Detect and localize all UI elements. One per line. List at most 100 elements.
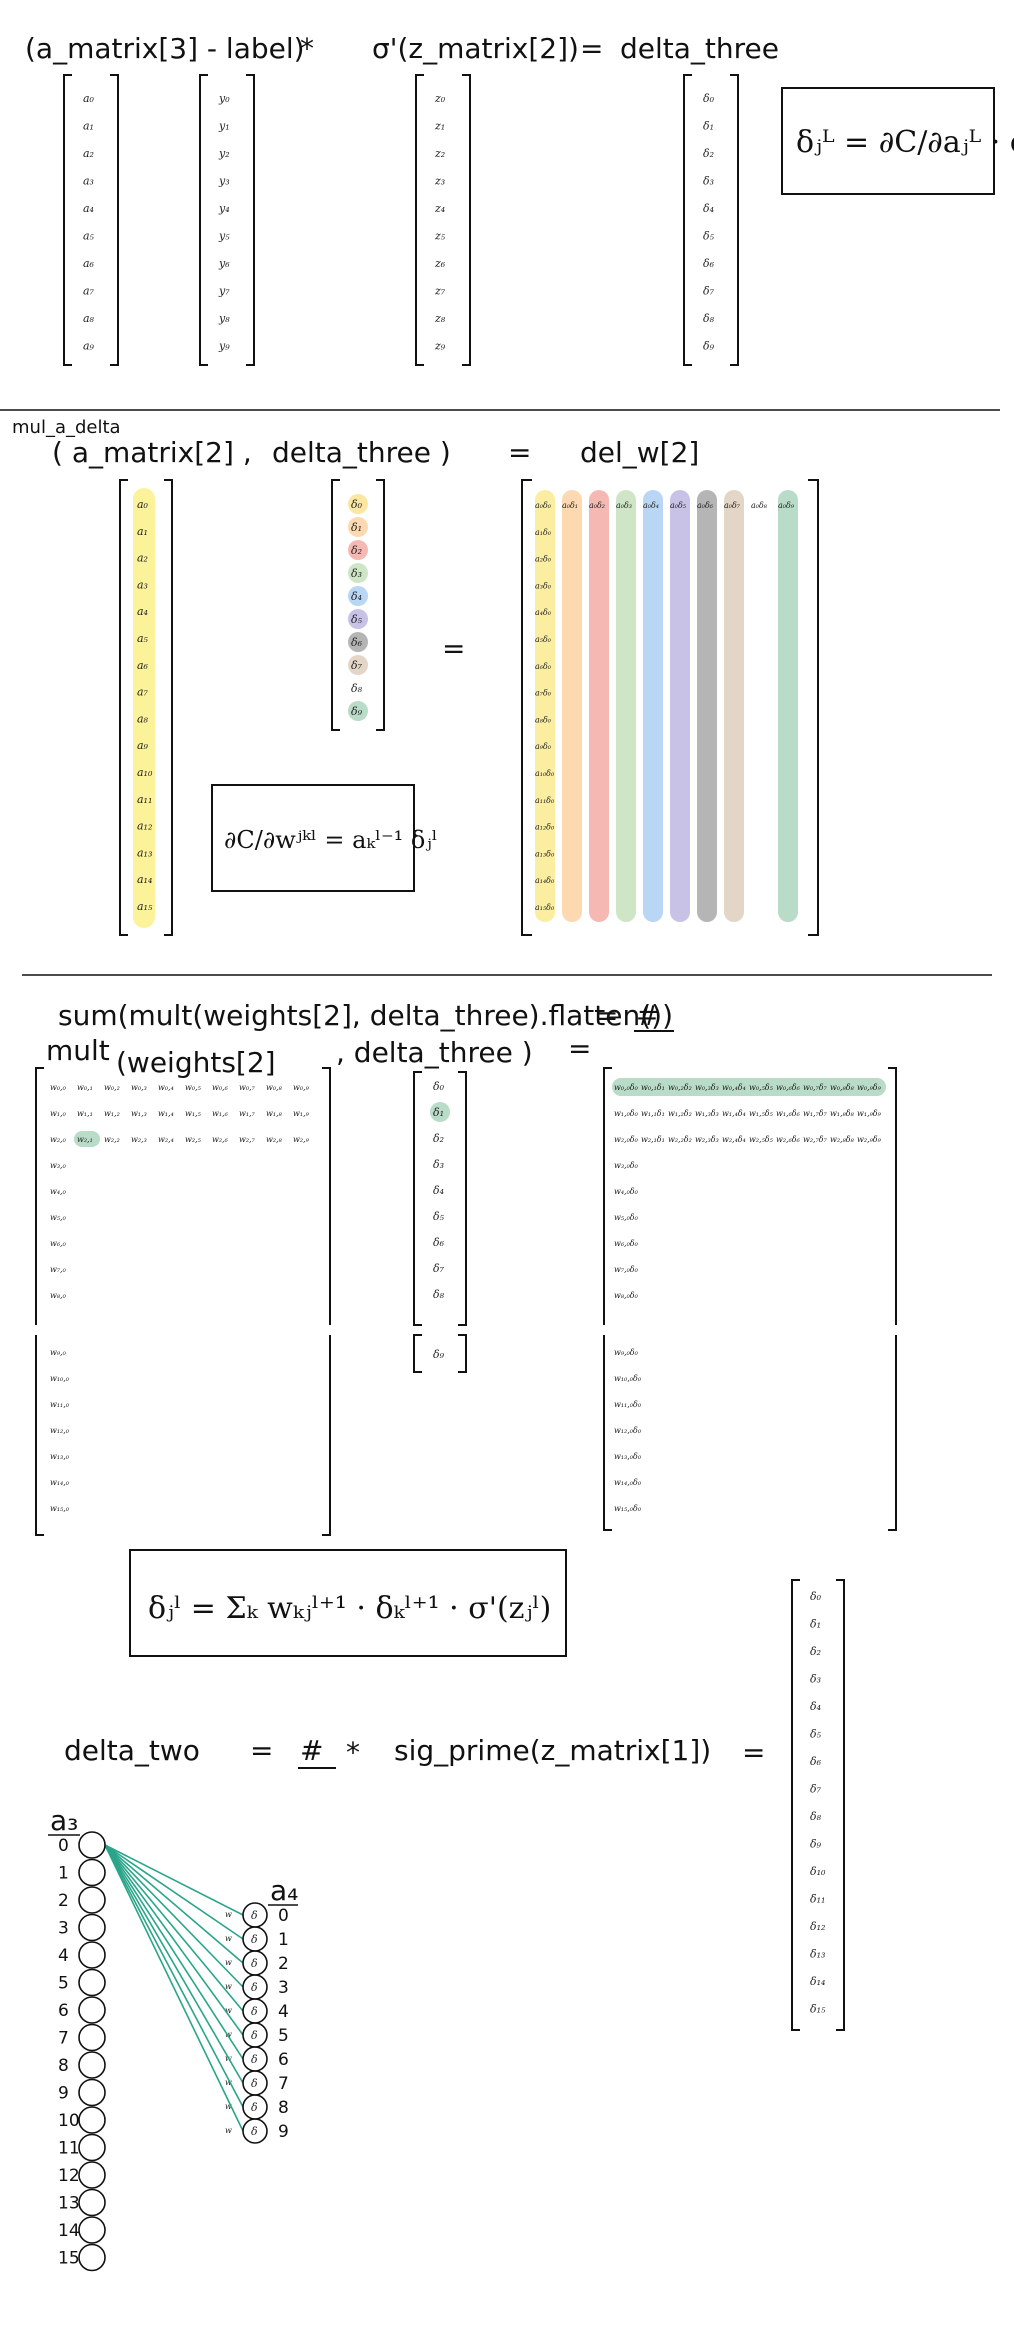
delta-entry: δ₄ (433, 1184, 444, 1197)
delta-entry: δ₁ (703, 120, 714, 133)
edge-weight-label: w (225, 1982, 232, 1991)
left-neuron-index: 11 (58, 2139, 80, 2159)
a-entry: a₉ (137, 739, 149, 752)
delta-two-entry: δ₉ (810, 1838, 822, 1851)
delta-entry: δ₉ (703, 340, 715, 353)
s4-line-part-2: # (300, 1734, 323, 1767)
a-entry: a₁₄ (137, 873, 152, 886)
result-entry: w₉,₀δ₀ (614, 1348, 639, 1357)
delw-col-entry: a₉δ₀ (535, 742, 552, 751)
weight-entry: w₃,₀ (50, 1161, 67, 1170)
left-neuron (78, 2078, 106, 2107)
left-neuron-index: 12 (58, 2166, 80, 2186)
network-edge (104, 1844, 244, 2084)
a-entry: a₁ (137, 525, 148, 538)
s1-heading-part-1: * (300, 32, 314, 65)
weight-entry: w₁,₅ (185, 1109, 202, 1118)
result-entry: w₂,₃δ₃ (695, 1135, 719, 1144)
left-neuron (78, 1886, 106, 1914)
weight-entry: w₀,₃ (131, 1083, 147, 1092)
delw-header-entry: a₀δ₀ (535, 501, 552, 510)
delta-entry: δ₅ (433, 1210, 445, 1223)
s1-z-bracket (415, 74, 471, 366)
a-entry: a₀ (137, 498, 149, 511)
right-neuron-index: 1 (278, 1930, 289, 1950)
left-neuron (78, 2051, 106, 2079)
delw-column-highlight (589, 490, 609, 922)
left-neuron (78, 1831, 106, 1859)
right-neuron-symbol: δ (251, 2029, 258, 2042)
result-entry: w₁₂,₀δ₀ (614, 1426, 642, 1435)
weight-entry: w₁,₇ (239, 1109, 256, 1118)
right-neuron-index: 4 (278, 2002, 289, 2022)
z-entry: z₇ (434, 285, 446, 298)
weight-entry: w₁,₉ (293, 1109, 310, 1118)
z-entry: z₃ (434, 175, 445, 188)
s1-heading-part-3: = (580, 32, 603, 65)
s2-d-bracket (331, 479, 385, 731)
delw-col-entry: a₁₃δ₀ (535, 849, 555, 858)
edge-weight-label: w (225, 2078, 232, 2087)
delw-col-entry: a₆δ₀ (535, 662, 552, 671)
weight-entry: w₇,₀ (50, 1265, 67, 1274)
left-neuron (78, 1941, 106, 1969)
weight-entry: w₀,₀ (50, 1083, 67, 1092)
delta-two-entry: δ₇ (810, 1783, 822, 1796)
delta-entry: δ₇ (351, 659, 363, 672)
result-entry: w₁,₁δ₁ (641, 1109, 665, 1118)
a-entry: a₅ (137, 632, 149, 645)
delw-col-entry: a₅δ₀ (535, 635, 552, 644)
delta-color-dot (348, 655, 368, 675)
delw-col-entry: a₇δ₀ (535, 689, 552, 698)
result-entry: w₂,₂δ₂ (668, 1135, 692, 1144)
s2-tag: mul_a_delta (12, 417, 121, 438)
right-neuron-symbol: δ (251, 2077, 258, 2090)
delw-header-entry: a₀δ₆ (697, 501, 714, 510)
delw-column-highlight (778, 490, 798, 922)
s1-a-bracket (63, 74, 119, 366)
delw-column-highlight (670, 490, 690, 922)
weight-entry: w₀,₄ (158, 1083, 174, 1092)
a-entry: a₇ (137, 686, 149, 699)
delta-entry: δ₆ (433, 1236, 445, 1249)
y-entry: y₇ (218, 285, 230, 298)
right-layer-label: a₄ (270, 1874, 298, 1907)
y-entry: y₂ (218, 147, 230, 160)
s3-line1-part-1: = (595, 999, 618, 1032)
a-entry: a₂ (137, 552, 148, 565)
delta-entry: δ₇ (433, 1262, 445, 1275)
left-neuron (78, 2243, 106, 2272)
weight-entry: w₂,₆ (212, 1135, 229, 1144)
delw-header-entry: a₀δ₁ (562, 501, 578, 510)
left-neuron (78, 2216, 106, 2244)
network-edge (104, 1844, 244, 1940)
left-neuron-index: 5 (58, 1974, 69, 1994)
s2-formula: ∂C/∂wʲᵏˡ = aₖˡ⁻¹ δⱼˡ (224, 826, 438, 854)
section-weighted-sum: sum(mult(weights[2], delta_three).flatte… (35, 999, 897, 1536)
left-neuron-index: 1 (58, 1864, 69, 1884)
result-entry: w₄,₀δ₀ (614, 1187, 639, 1196)
section-del-w: mul_a_delta ( a_matrix[2] , delta_three … (12, 417, 819, 936)
result-entry: w₁₁,₀δ₀ (614, 1400, 642, 1409)
delta-entry: δ₈ (433, 1288, 445, 1301)
right-neuron-index: 9 (278, 2122, 289, 2142)
section-delta-three: (a_matrix[3] - label) * σ'(z_matrix[2]) … (25, 32, 1014, 366)
weight-entry: w₀,₆ (212, 1083, 229, 1092)
delta-two-entry: δ₁₁ (810, 1893, 825, 1906)
delw-header-entry: a₀δ₇ (724, 501, 741, 510)
a-entry: a₉ (83, 340, 95, 353)
left-neuron-index: 13 (58, 2194, 80, 2214)
delta-entry: δ₆ (703, 257, 715, 270)
delta-two-entry: δ₁₅ (810, 2003, 826, 2016)
right-neuron-symbol: δ (251, 2125, 258, 2138)
result-entry: w₂,₆δ₆ (776, 1135, 801, 1144)
result-entry: w₁,₈δ₈ (830, 1109, 855, 1118)
section-delta-two: δⱼˡ = Σₖ wₖⱼˡ⁺¹ · δₖˡ⁺¹ · σ'(zⱼˡ) delta_… (64, 1549, 845, 2031)
s1-y-bracket (199, 74, 255, 366)
result-entry: w₀,₇δ₇ (803, 1083, 828, 1092)
a-entry: a₁₂ (137, 820, 152, 833)
right-neuron (242, 2118, 268, 2144)
delta-two-entry: δ₂ (810, 1645, 821, 1658)
s2-formula-box (211, 784, 415, 892)
